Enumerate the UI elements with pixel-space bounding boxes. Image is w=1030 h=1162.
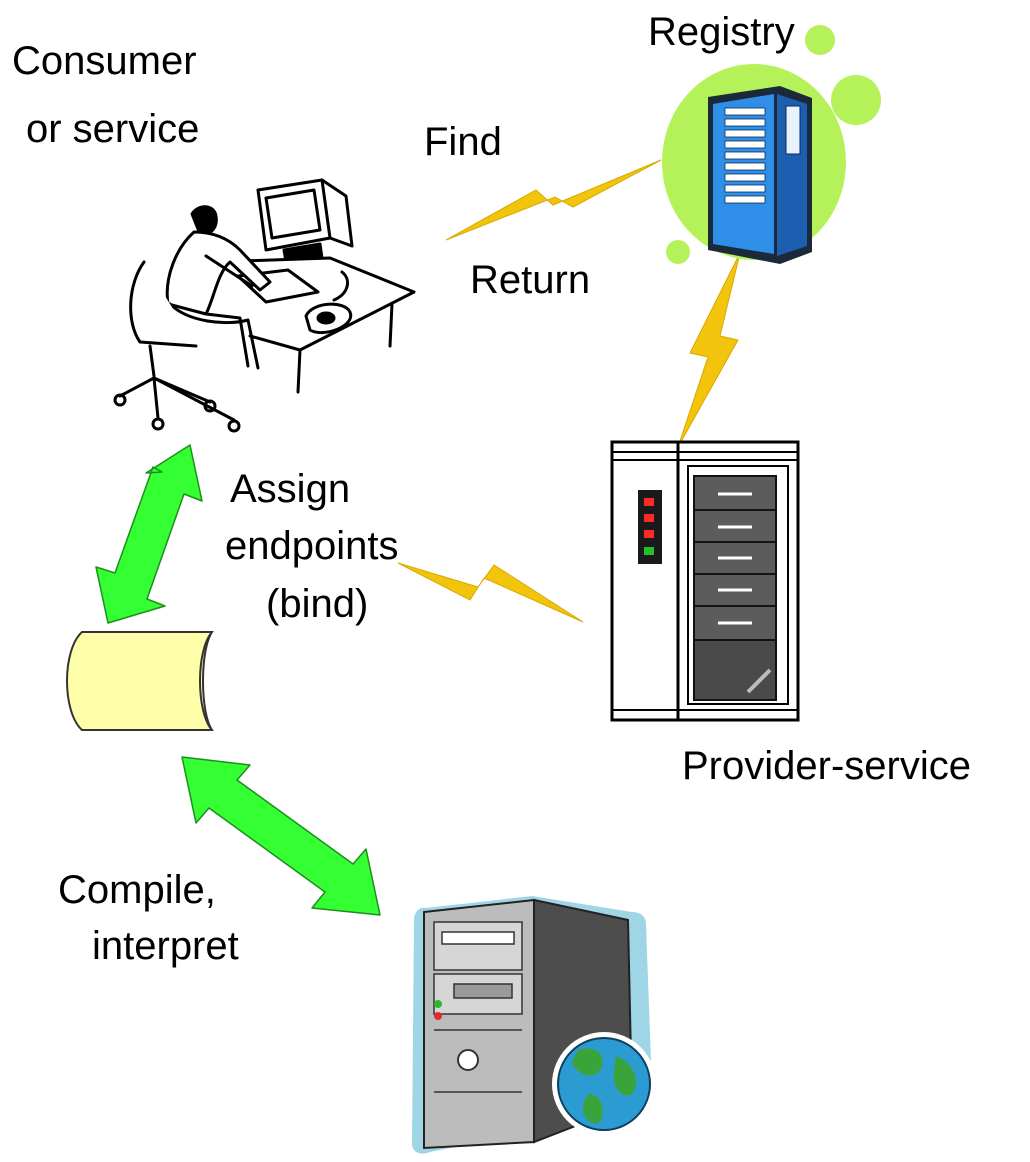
person-at-computer-icon xyxy=(113,178,416,433)
consumer-label-line1: Consumer xyxy=(12,39,197,83)
scroll-document-icon xyxy=(66,631,214,731)
double-arrow-icon xyxy=(181,756,381,916)
lightning-bolt-icon xyxy=(397,562,584,623)
return-label: Return xyxy=(470,258,591,302)
compile-label-line2: interpret xyxy=(92,924,239,968)
assign-label-line3: (bind) xyxy=(266,582,369,626)
consumer-label-line2: or service xyxy=(26,107,200,151)
double-arrow-icon xyxy=(95,444,203,624)
provider-label: Provider-service xyxy=(682,744,971,788)
find-label: Find xyxy=(424,120,502,164)
assign-label-line1: Assign xyxy=(230,467,351,511)
registry-server-icon xyxy=(662,25,881,264)
assign-label-line2: endpoints xyxy=(225,524,399,568)
lightning-bolt-icon xyxy=(677,252,741,448)
web-server-globe-icon xyxy=(412,896,656,1154)
lightning-bolt-icon xyxy=(445,159,662,241)
consumer-label: Consumer xyxy=(12,37,197,85)
registry-label: Registry xyxy=(648,10,795,54)
compile-label-line1: Compile, xyxy=(58,868,216,912)
server-rack-icon xyxy=(610,440,800,722)
